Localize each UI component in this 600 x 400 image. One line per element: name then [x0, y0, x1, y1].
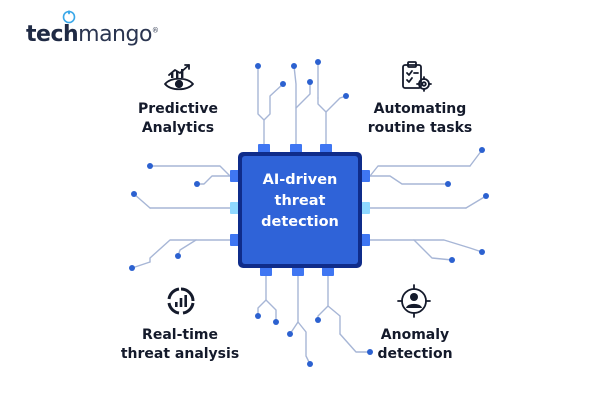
node	[307, 79, 313, 85]
chip-pin	[292, 266, 304, 276]
trace-left-5	[149, 239, 197, 263]
node	[287, 331, 293, 337]
trace-top-5	[317, 97, 327, 153]
trace-bottom-5	[327, 269, 341, 335]
node	[129, 265, 135, 271]
trace-top-6	[325, 95, 347, 113]
chip-label-line-3: detection	[261, 214, 339, 230]
node	[343, 93, 349, 99]
node	[147, 163, 153, 169]
trace-left-1	[149, 165, 231, 177]
chip-label: AI-driven threat detection	[247, 170, 353, 233]
person-target-icon	[397, 284, 431, 318]
feature-automating-line-2: routine tasks	[367, 120, 473, 136]
trace-bottom-3	[289, 269, 299, 335]
trace-left-4	[177, 239, 231, 257]
node	[483, 193, 489, 199]
node	[291, 63, 297, 69]
feature-predictive-line-2: Analytics	[141, 120, 215, 136]
radial-chart-icon	[167, 287, 195, 315]
brand-part-2: mango	[78, 22, 152, 47]
brand-registered: ®	[151, 26, 159, 35]
trace-bottom-2	[265, 299, 277, 323]
node	[307, 361, 313, 367]
node	[479, 249, 485, 255]
node	[175, 253, 181, 259]
chip-face	[242, 156, 358, 264]
chip-pin	[320, 144, 332, 154]
feature-realtime-label: Real-time threat analysis	[120, 326, 240, 364]
trace-bottom-1	[257, 269, 267, 317]
trace-top-3	[295, 81, 311, 153]
feature-anomaly-line-1: Anomaly	[380, 327, 450, 343]
brand-logo: techmango®	[26, 22, 159, 47]
trace-right-4	[369, 239, 453, 261]
trace-right-2	[369, 175, 449, 185]
node	[315, 59, 321, 65]
trace-top-1	[257, 65, 265, 153]
feature-realtime-line-2: threat analysis	[120, 346, 240, 362]
node	[479, 147, 485, 153]
trace-bottom-4	[297, 321, 311, 365]
node	[273, 319, 279, 325]
node	[315, 317, 321, 323]
chip-pin	[322, 266, 334, 276]
chip-pin	[258, 144, 270, 154]
trace-top-2	[263, 83, 284, 121]
node	[131, 191, 137, 197]
trace-left-6	[131, 261, 151, 269]
trace-right-1	[369, 165, 471, 177]
node	[367, 349, 373, 355]
trace-left-7	[133, 193, 151, 209]
node	[449, 257, 455, 263]
feature-anomaly-label: Anomaly detection	[370, 326, 460, 364]
trace-top-4	[293, 65, 297, 109]
brand-part-1: tech	[26, 22, 79, 47]
chip-label-line-1: AI-driven	[262, 172, 338, 188]
trace-right-5	[413, 239, 483, 253]
checklist-gear-icon	[402, 61, 432, 92]
trace-bottom-7	[339, 333, 371, 353]
feature-realtime-line-1: Real-time	[142, 327, 218, 343]
trace-right-7	[469, 149, 483, 167]
feature-anomaly-line-2: detection	[377, 346, 453, 362]
node	[255, 313, 261, 319]
chip-label-line-2: threat	[274, 193, 326, 209]
node	[194, 181, 200, 187]
logo-drop-icon	[62, 10, 76, 24]
feature-predictive-line-1: Predictive	[138, 101, 218, 117]
trace-right-6	[465, 195, 487, 209]
feature-automating-line-1: Automating	[373, 101, 467, 117]
node	[445, 181, 451, 187]
feature-automating-label: Automating routine tasks	[360, 100, 480, 138]
feature-predictive-label: Predictive Analytics	[128, 100, 228, 138]
trace-left-2	[196, 175, 231, 185]
node	[255, 63, 261, 69]
chip-pin	[290, 144, 302, 154]
chip-pin	[260, 266, 272, 276]
chart-eye-icon	[164, 64, 194, 91]
node	[280, 81, 286, 87]
